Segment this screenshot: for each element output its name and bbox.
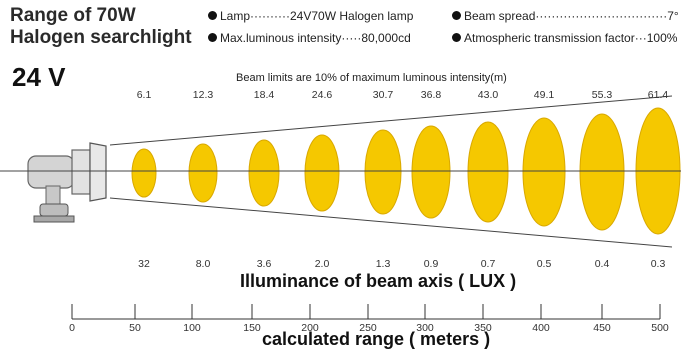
illuminance-value: 1.3 xyxy=(375,258,391,270)
beam-ellipse xyxy=(304,134,340,212)
range-tick-label: 150 xyxy=(243,322,261,334)
beam-ellipse xyxy=(467,121,509,223)
range-tick-label: 200 xyxy=(301,322,319,334)
beam-lower-limit xyxy=(109,197,673,248)
spec-value: 24V70W Halogen lamp xyxy=(290,9,414,23)
beam-ellipse xyxy=(188,143,218,203)
range-tick-label: 100 xyxy=(183,322,201,334)
range-tick-label: 400 xyxy=(532,322,550,334)
beam-width-value: 24.6 xyxy=(311,89,333,101)
beam-ellipse xyxy=(131,148,157,198)
range-label: calculated range ( meters ) xyxy=(262,329,491,349)
range-tick-label: 0 xyxy=(69,322,75,334)
spec-value: 80,000cd xyxy=(361,31,411,45)
range-tick-label: 250 xyxy=(359,322,377,334)
beam-ellipse xyxy=(579,113,625,231)
spec-label: Lamp xyxy=(220,9,251,23)
illuminance-value: 3.6 xyxy=(256,258,272,270)
range-axis xyxy=(71,304,661,320)
beam-ellipse xyxy=(248,139,280,207)
beam-width-value: 6.1 xyxy=(136,89,152,101)
illuminance-value: 32 xyxy=(138,258,150,270)
spec-max-intensity: Max.luminous intensity·····80,000cd xyxy=(208,31,411,45)
illuminance-value: 0.9 xyxy=(423,258,439,270)
beam-ellipse xyxy=(411,125,451,219)
range-tick-label: 350 xyxy=(474,322,492,334)
range-tick-label: 300 xyxy=(416,322,434,334)
spec-label: Max.luminous intensity xyxy=(220,31,342,45)
beam-ellipse xyxy=(522,117,566,227)
beam-width-value: 18.4 xyxy=(253,89,275,101)
beam-upper-limit xyxy=(109,95,673,146)
illuminance-value: 0.5 xyxy=(536,258,552,270)
title-line-2: Halogen searchlight xyxy=(10,27,192,48)
spec-dots: ····· xyxy=(341,31,362,45)
beam-caption: Beam limits are 10% of maximum luminous … xyxy=(236,72,507,84)
bullet-icon xyxy=(452,11,461,20)
beam-width-value: 36.8 xyxy=(420,89,442,101)
spec-lamp: Lamp··········24V70W Halogen lamp xyxy=(208,9,413,23)
illuminance-value: 2.0 xyxy=(314,258,330,270)
range-tick-label: 450 xyxy=(593,322,611,334)
beam-ellipses xyxy=(0,107,681,235)
beam-width-value: 49.1 xyxy=(533,89,555,101)
beam-width-value: 30.7 xyxy=(372,89,394,101)
illuminance-value: 8.0 xyxy=(195,258,211,270)
spec-dots: ·········· xyxy=(250,9,290,23)
beam-width-value: 12.3 xyxy=(192,89,214,101)
spec-value: 100% xyxy=(646,31,678,45)
spec-label: Atmospheric transmission factor xyxy=(464,31,635,45)
illuminance-label: Illuminance of beam axis ( LUX ) xyxy=(240,271,517,291)
beam-width-value: 61.4 xyxy=(647,89,669,101)
illuminance-value: 0.4 xyxy=(594,258,610,270)
illuminance-value: 0.3 xyxy=(650,258,666,270)
range-tick-label: 50 xyxy=(129,322,141,334)
beam-ellipse xyxy=(364,129,402,215)
illuminance-value: 0.7 xyxy=(480,258,496,270)
title-line-1: Range of 70W xyxy=(10,5,136,26)
bullet-icon xyxy=(452,33,461,42)
spec-label: Beam spread xyxy=(464,9,536,23)
spec-transmission: Atmospheric transmission factor···100% xyxy=(452,31,677,45)
spec-beam-spread: Beam spread·····························… xyxy=(452,9,679,23)
spec-dots: ··· xyxy=(634,31,647,45)
bullet-icon xyxy=(208,33,217,42)
beam-width-value: 55.3 xyxy=(591,89,613,101)
voltage-label: 24 V xyxy=(12,62,66,92)
range-tick-label: 500 xyxy=(651,322,669,334)
beam-width-value: 43.0 xyxy=(477,89,499,101)
searchlight-lamp-icon xyxy=(27,142,107,223)
spec-dots: ································· xyxy=(535,9,668,23)
spec-value: 7° xyxy=(667,9,679,23)
bullet-icon xyxy=(208,11,217,20)
